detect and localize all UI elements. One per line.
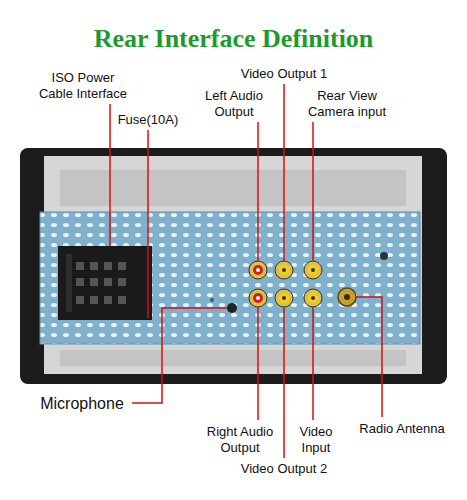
iso-connector xyxy=(58,246,152,320)
callout-label: Fuse(10A) xyxy=(110,112,186,128)
rca-jacks xyxy=(249,261,322,307)
callout-label: Video Output 1 xyxy=(234,66,334,82)
plate-stripe xyxy=(60,170,406,206)
outer-frame xyxy=(20,148,447,384)
title: Rear Interface Definition xyxy=(0,24,467,54)
microphone-hole xyxy=(227,303,237,313)
callout-label: Radio Antenna xyxy=(350,421,454,437)
callout-label: Rear View Camera input xyxy=(297,88,397,120)
callout-label: Left Audio Output xyxy=(199,88,269,120)
callout-label: Video Output 2 xyxy=(234,461,334,477)
plate-stripe xyxy=(60,350,406,366)
callout-label: ISO Power Cable Interface xyxy=(35,70,131,102)
circuit-board xyxy=(40,212,420,344)
callout-label: Right Audio Output xyxy=(203,424,277,456)
leader-lines xyxy=(110,84,382,458)
connector-pins xyxy=(76,262,126,304)
callout-label: Video Input xyxy=(291,424,341,456)
callout-label: Microphone xyxy=(34,394,130,413)
antenna-socket xyxy=(338,288,356,306)
